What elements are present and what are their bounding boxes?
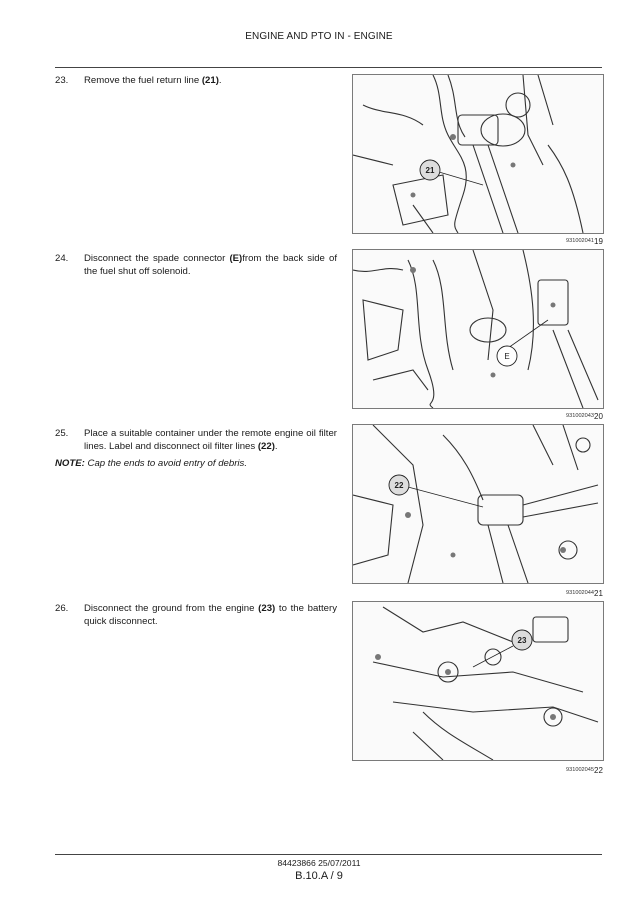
- callout-label: E: [504, 352, 509, 361]
- callout-label: 21: [426, 166, 435, 175]
- step-text: Remove the fuel return line (21).: [84, 75, 222, 86]
- page-header: ENGINE AND PTO IN - ENGINE: [245, 31, 393, 42]
- engine-illustration-22: 23: [372, 606, 599, 760]
- figure-oil-filter-lines: 22: [352, 424, 604, 584]
- step-number: 23.: [55, 75, 69, 86]
- callout-circle: [419, 159, 441, 181]
- figure-spade-connector: E: [352, 249, 604, 409]
- step-25-note: NOTE: Cap the ends to avoid entry of deb…: [55, 458, 247, 469]
- callout-circle: [496, 345, 518, 367]
- figure-id: 931002041: [566, 238, 594, 244]
- step-number: 25.: [55, 428, 69, 439]
- callout-label: 22: [395, 481, 404, 490]
- step-23: 23. Remove the fuel return line (21).: [55, 74, 337, 87]
- engine-illustration-20: E: [353, 250, 599, 408]
- figure-number: 20: [594, 412, 603, 421]
- callout-circle: [511, 629, 533, 651]
- callout-circle: [388, 474, 410, 496]
- step-24: 24. Disconnect the spade connector (E)fr…: [55, 252, 337, 278]
- figure-fuel-return-line: 21: [352, 74, 604, 234]
- callout-label: 23: [518, 636, 527, 645]
- step-25: 25. Place a suitable container under the…: [55, 427, 337, 453]
- figure-ground-disconnect: 23: [352, 601, 604, 761]
- step-text: Place a suitable container under the rem…: [84, 428, 337, 452]
- step-text: Disconnect the ground from the engine (2…: [84, 603, 337, 627]
- figure-id: 931002044: [566, 590, 594, 596]
- figure-number: 22: [594, 766, 603, 775]
- footer-rule: [55, 854, 602, 855]
- document-code: 84423866 25/07/2011: [277, 858, 361, 868]
- step-26: 26. Disconnect the ground from the engin…: [55, 602, 337, 628]
- engine-illustration-21: 22: [353, 425, 599, 583]
- engine-illustration-19: 21: [353, 75, 584, 233]
- step-number: 24.: [55, 253, 69, 264]
- header-rule: [55, 67, 602, 68]
- step-text: Disconnect the spade connector (E)from t…: [84, 253, 337, 277]
- page-number: B.10.A / 9: [295, 870, 343, 882]
- figure-number: 21: [594, 589, 603, 598]
- figure-id: 931002045: [566, 767, 594, 773]
- figure-id: 931002043: [566, 413, 594, 419]
- figure-number: 19: [594, 237, 603, 246]
- step-number: 26.: [55, 603, 69, 614]
